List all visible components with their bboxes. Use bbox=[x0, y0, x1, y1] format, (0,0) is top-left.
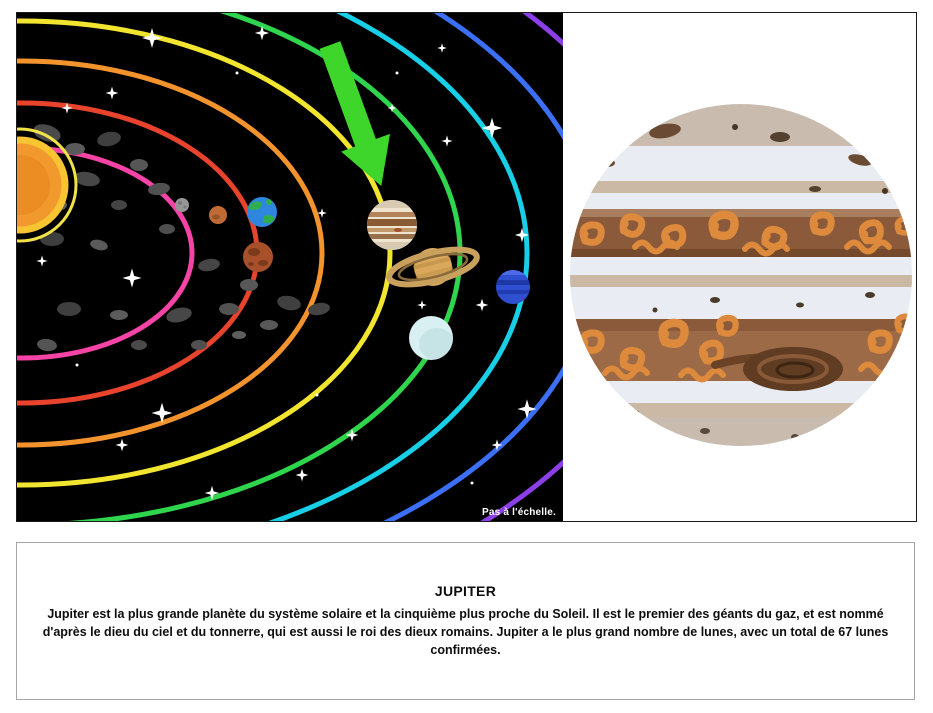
orbit-earth bbox=[17, 58, 325, 448]
planet-neptune bbox=[496, 270, 530, 304]
planet-jupiter bbox=[367, 200, 417, 250]
jupiter-closeup-panel bbox=[563, 13, 916, 521]
planet-venus bbox=[209, 206, 227, 224]
planet-mars bbox=[243, 242, 273, 272]
jupiter-illustration bbox=[570, 104, 912, 446]
great-red-spot bbox=[711, 347, 843, 391]
caption-body: Jupiter est la plus grande planète du sy… bbox=[42, 607, 889, 658]
orbit-jupiter bbox=[66, 13, 463, 521]
illustration-card: Pas à l'échelle. bbox=[16, 12, 917, 522]
top-cap-band bbox=[570, 104, 912, 146]
space-background bbox=[17, 13, 563, 521]
planet-earth bbox=[247, 197, 277, 227]
orbit-mars bbox=[17, 18, 393, 488]
planet-saturn bbox=[386, 246, 480, 288]
planet-uranus bbox=[409, 316, 453, 360]
solar-system-panel: Pas à l'échelle. bbox=[17, 13, 563, 521]
scale-note: Pas à l'échelle. bbox=[482, 507, 556, 518]
bottom-cap-band bbox=[570, 417, 912, 446]
solar-system-svg bbox=[17, 13, 563, 521]
sun bbox=[17, 127, 78, 243]
jupiter-closeup-svg bbox=[570, 104, 912, 446]
lower-brown-band bbox=[570, 319, 912, 381]
jupiter-pointer-arrow-icon bbox=[319, 41, 391, 186]
orbit-saturn bbox=[268, 13, 530, 521]
caption-card: JUPITER Jupiter est la plus grande planè… bbox=[16, 542, 915, 700]
planet-mercury bbox=[175, 198, 189, 212]
caption-title: JUPITER bbox=[434, 583, 497, 599]
